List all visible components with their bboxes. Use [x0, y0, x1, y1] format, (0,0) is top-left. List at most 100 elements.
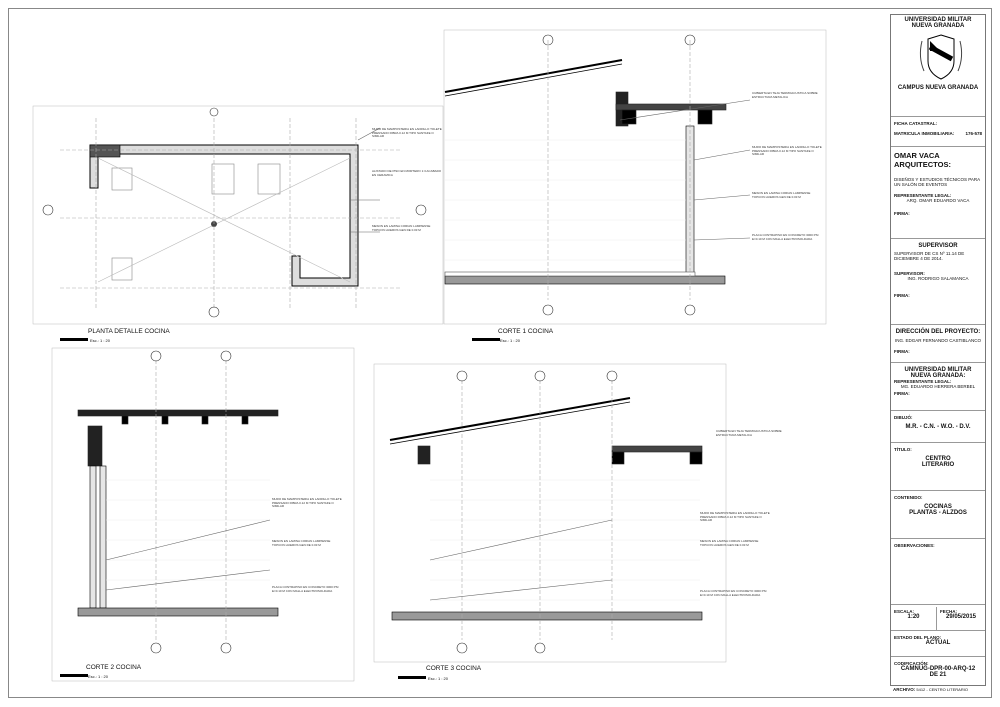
note-planta-meson: MESON EN LAMINA CORIAN LAMPIENSE TOPCON … — [372, 224, 431, 232]
archivo-label: ARCHIVO: — [893, 687, 916, 692]
escala-value: 1:20 — [907, 614, 920, 620]
contenido-line2: PLANTAS - ALZDOS — [909, 510, 967, 516]
drawing-canvas — [32, 29, 827, 682]
direccion-title: DIRECCIÓN DEL PROYECTO: — [895, 329, 981, 335]
supervisor-signature-label: FIRMA: — [894, 293, 910, 298]
supervisor-label: SUPERVISOR: — [894, 271, 925, 276]
corte2-section — [77, 360, 279, 640]
planta-frame — [32, 105, 444, 325]
ficha-label: FICHA CATASTRAL: — [894, 121, 938, 126]
note-corte2-wall: MURO DE MAMPOSTERIA EN LADRILLO TOLETE P… — [272, 497, 342, 508]
tb-estado: ESTADO DEL PLANO: ACTUAL — [891, 633, 985, 657]
corte3-section — [389, 380, 703, 640]
firm-name: OMAR VACA ARQUITECTOS: — [894, 151, 951, 169]
corte3-frame — [373, 363, 727, 663]
corte1-frame — [443, 29, 827, 325]
corte2-caption: CORTE 2 COCINA — [86, 664, 142, 671]
titulo-line2: LITERARIO — [921, 462, 955, 468]
planta-caption-bar — [60, 338, 88, 341]
note-corte3-meson: MESON EN LAMINA CORIAN LAMPIENSE TOPCON … — [700, 539, 759, 547]
drawing-sheet — [8, 8, 992, 698]
tb-university: UNIVERSIDAD MILITAR NUEVA GRANADA CAMPUS… — [891, 15, 985, 117]
contenido-label: CONTENIDO: — [894, 495, 923, 500]
tb-observaciones: OBSERVACIONES: — [891, 541, 985, 605]
corte3-caption-bar — [398, 676, 426, 679]
corte2-frame — [51, 347, 355, 682]
owner-rep-value: MG. EDUARDO HERRERA BERBEL — [900, 384, 976, 389]
university-crest-icon — [919, 34, 963, 80]
note-corte3-slab: PLACA CONTRAPISO EN CONCRETO 3000 PSI E=… — [700, 589, 767, 597]
note-corte2-meson: MESON EN LAMINA CORIAN LAMPIENSE TOPCON … — [272, 539, 331, 547]
firm-signature-label: FIRMA: — [894, 211, 910, 216]
tb-owner: UNIVERSIDAD MILITAR NUEVA GRANADA: REPRE… — [891, 365, 985, 411]
owner-line2: NUEVA GRANADA: — [910, 373, 966, 379]
note-corte1-meson: MESON EN LAMINA CORIAN LAMPIENSE TOPCON … — [752, 191, 811, 199]
corte2-scale: Esc.: 1 : 20 — [88, 674, 109, 679]
planta-scale: Esc.: 1 : 20 — [90, 338, 111, 343]
note-corte3-wall: MURO DE MAMPOSTERIA EN LADRILLO TOLETE P… — [700, 511, 770, 522]
fecha-label: FECHA: — [940, 609, 957, 614]
supervisor-desc: SUPERVISOR DE CS Nº 11.14 DE DICIEMBRE 4… — [894, 251, 965, 261]
direccion-value: ING. EDGAR FERNANDO CASTIBLANCO — [894, 338, 981, 343]
corte1-caption-bar — [472, 338, 500, 341]
fecha-value: 29/05/2015 — [945, 614, 977, 620]
dibujo-value: M.R. - C.N. - W.O. - D.V. — [905, 424, 971, 430]
firm-rep-label: REPRESENTANTE LEGAL: — [894, 193, 952, 198]
firm-desc: DISEÑOS Y ESTUDIOS TÉCNICOS PARA UN SALÓ… — [894, 177, 980, 187]
corte2-caption-bar — [60, 674, 88, 677]
note-planta-wall: MURO DE MAMPOSTERIA EN LADRILLO TOLETE P… — [372, 127, 442, 138]
codificacion-line1: CAMNUG-DPR-00-ARQ-12 — [900, 666, 976, 672]
corte1-caption: CORTE 1 COCINA — [498, 328, 554, 335]
tb-supervisor: SUPERVISOR SUPERVISOR DE CS Nº 11.14 DE … — [891, 241, 985, 325]
owner-signature-label: FIRMA: — [894, 391, 910, 396]
matricula-row: MATRICULA INMOBILIARIA: 176-578 — [894, 131, 982, 136]
note-corte1-slab: PLACA CONTRAPISO EN CONCRETO 3000 PSI E=… — [752, 233, 819, 241]
fecha-cell: FECHA: 29/05/2015 — [937, 607, 985, 630]
tb-escala-fecha: ESCALA: 1:20 FECHA: 29/05/2015 — [891, 607, 985, 631]
supervisor-value: ING. RODRIGO SALAMANCA — [907, 276, 969, 281]
note-corte3-roof: CUBIERTA EN TEJA TERMOACUSTICA SOBRE EST… — [716, 429, 782, 437]
owner-line1: UNIVERSIDAD MILITAR — [904, 367, 972, 373]
tb-direccion: DIRECCIÓN DEL PROYECTO: ING. EDGAR FERNA… — [891, 327, 985, 363]
contenido-line1: COCINAS — [924, 504, 952, 510]
titulo-line1: CENTRO — [925, 456, 951, 462]
tb-titulo: TÍTULO: CENTRO LITERARIO — [891, 445, 985, 491]
estado-label: ESTADO DEL PLANO: — [894, 635, 942, 640]
tb-firm: OMAR VACA ARQUITECTOS: DISEÑOS Y ESTUDIO… — [891, 149, 985, 239]
dibujo-label: DIBUJÓ: — [894, 415, 913, 420]
note-corte2-slab: PLACA CONTRAPISO EN CONCRETO 3000 PSI E=… — [272, 585, 339, 593]
owner-rep-label: REPRESENTANTE LEGAL: — [894, 379, 952, 384]
escala-label: ESCALA: — [894, 609, 914, 614]
archivo-value: 5412 - CENTRO LITERARIO — [916, 687, 968, 692]
tb-codificacion: CODIFICACIÓN: CAMNUG-DPR-00-ARQ-12 DE 21 — [891, 659, 985, 685]
corte1-scale: Esc.: 1 : 20 — [500, 338, 521, 343]
title-block: UNIVERSIDAD MILITAR NUEVA GRANADA CAMPUS… — [890, 14, 986, 686]
university-line1: UNIVERSIDAD MILITAR — [904, 17, 972, 23]
observaciones-label: OBSERVACIONES: — [894, 543, 935, 548]
planta-grid-bubbles — [42, 107, 427, 318]
corte1-section — [444, 40, 751, 300]
tb-contenido: CONTENIDO: COCINAS PLANTAS - ALZDOS — [891, 493, 985, 539]
codificacion-line2: DE 21 — [929, 672, 947, 678]
archivo-row: ARCHIVO: 5412 - CENTRO LITERARIO — [893, 687, 968, 692]
codificacion-label: CODIFICACIÓN: — [894, 661, 929, 666]
campus-name: CAMPUS NUEVA GRANADA — [897, 85, 979, 91]
direccion-signature-label: FIRMA: — [894, 349, 910, 354]
escala-cell: ESCALA: 1:20 — [891, 607, 937, 630]
supervisor-title: SUPERVISOR — [918, 243, 958, 249]
tb-ficha: FICHA CATASTRAL: MATRICULA INMOBILIARIA:… — [891, 119, 985, 147]
matricula-value: 176-578 — [965, 131, 982, 136]
estado-value: ACTUAL — [925, 640, 951, 646]
firm-rep-value: ARQ. OMAR EDUARDO VACA — [906, 198, 970, 203]
matricula-label: MATRICULA INMOBILIARIA: — [894, 131, 955, 136]
corte3-caption: CORTE 3 COCINA — [426, 665, 482, 672]
university-line2: NUEVA GRANADA — [911, 23, 965, 29]
titulo-label: TÍTULO: — [894, 447, 912, 452]
note-corte1-wall: MURO DE MAMPOSTERIA EN LADRILLO TOLETE P… — [752, 145, 822, 156]
planta-caption: PLANTA DETALLE COCINA — [88, 328, 170, 335]
corte3-scale: Esc.: 1 : 20 — [428, 676, 449, 681]
note-corte1-roof: CUBIERTA EN TEJA TERMOACUSTICA SOBRE EST… — [752, 91, 818, 99]
note-planta-floor: ALISTADO DE PISO EN MORTERO 1:3 ACABADO … — [372, 169, 442, 177]
tb-dibujo: DIBUJÓ: M.R. - C.N. - W.O. - D.V. — [891, 413, 985, 443]
planta-plan — [60, 118, 400, 310]
